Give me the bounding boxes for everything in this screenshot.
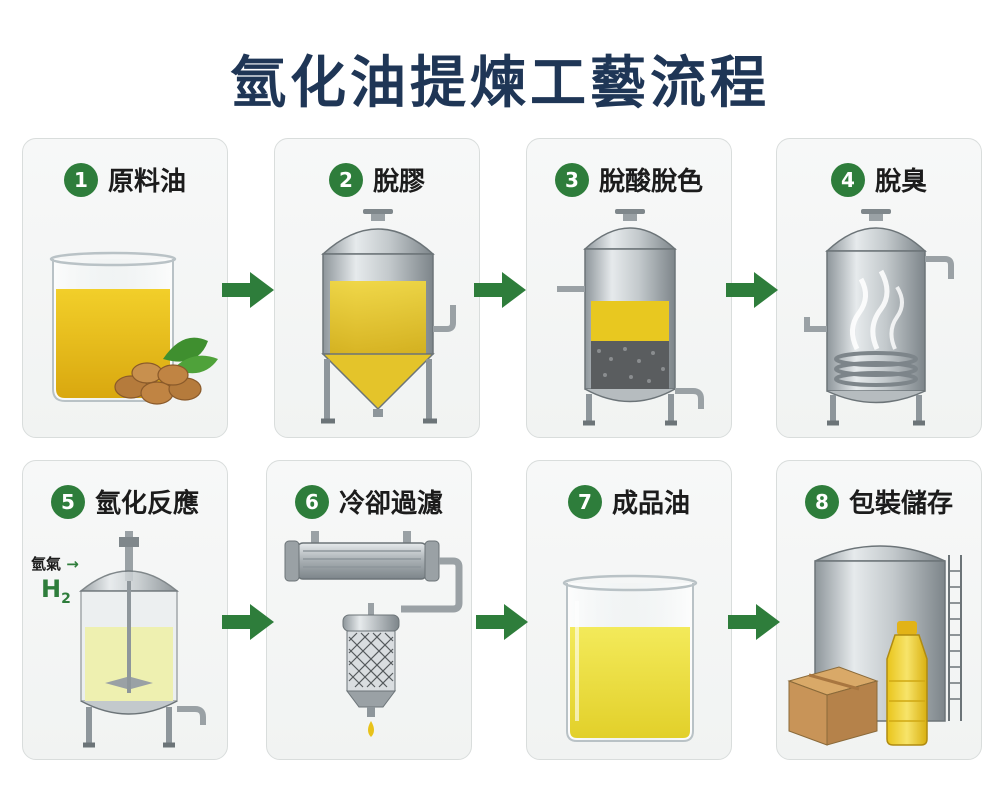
page-title: 氫化油提煉工藝流程 [230, 51, 770, 116]
step-number-badge: 4 [830, 162, 865, 197]
neutralizing-bleaching-tank-illustration [557, 209, 704, 426]
step-label: 原料油 [107, 167, 186, 197]
hydrogen-formula: H2 [41, 575, 71, 607]
step-card-3: 3 脫酸脫色 [526, 138, 732, 438]
step-number-badge: 1 [63, 162, 98, 197]
step-number-badge: 5 [50, 484, 85, 519]
step-label: 脫膠 [372, 167, 425, 197]
step-number-badge: 7 [567, 484, 602, 519]
step-card-2: 2 脫膠 [274, 138, 480, 438]
step-label: 脫臭 [874, 167, 927, 197]
step-label: 成品油 [611, 489, 690, 519]
degumming-tank-illustration [321, 209, 456, 424]
arrow-right-icon [474, 272, 526, 308]
arrow-right-icon [476, 604, 528, 640]
step-card-5: 5 氫化反應 氫氣 → H2 [22, 460, 228, 760]
step-number-badge: 3 [554, 162, 589, 197]
step-label: 氫化反應 [94, 489, 199, 519]
heat-exchanger-and-filter-illustration [284, 531, 463, 737]
step-number-badge: 8 [804, 484, 839, 519]
step-card-8: 8 包裝儲存 [776, 460, 982, 760]
arrow-right-icon [728, 604, 780, 640]
step-card-1: 1 原料油 [22, 138, 228, 438]
step-card-6: 6 冷卻過濾 [266, 460, 472, 760]
storage-tank-box-bottle-illustration [787, 545, 962, 746]
step-label: 冷卻過濾 [338, 489, 443, 519]
arrow-right-icon: → [66, 555, 79, 573]
step-card-7: 7 成品油 [526, 460, 732, 760]
step-number-badge: 2 [328, 162, 363, 197]
step-number-badge: 6 [294, 484, 329, 519]
step-label: 脫酸脫色 [598, 167, 703, 197]
step-label: 包裝儲存 [848, 489, 953, 519]
beaker-with-soybeans-illustration [49, 251, 218, 405]
finished-oil-beaker-illustration [562, 574, 698, 742]
arrow-right-icon [726, 272, 778, 308]
arrow-right-icon [222, 604, 274, 640]
hydrogen-input-label: 氫氣 → [31, 555, 79, 573]
deodorizing-tank-illustration [804, 209, 954, 426]
step-card-4: 4 脫臭 [776, 138, 982, 438]
arrow-right-icon [222, 272, 274, 308]
hydrogenation-reactor-illustration [78, 531, 206, 748]
